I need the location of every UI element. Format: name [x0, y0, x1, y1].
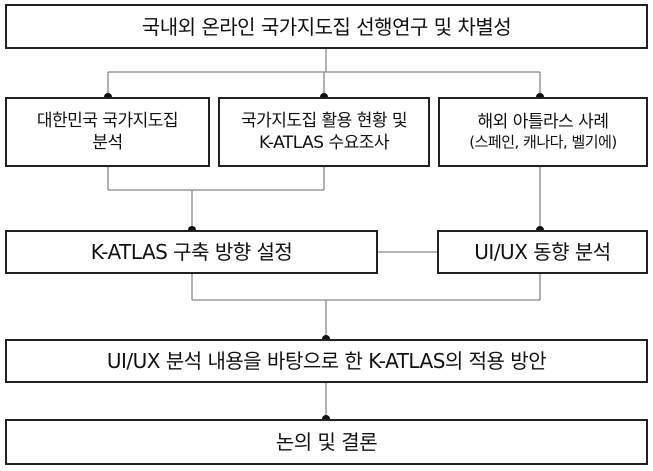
box-korea-line-2: 분석: [92, 133, 123, 153]
box-conclude-label: 논의 및 결론: [275, 430, 378, 454]
box-usage-line-1: 국가지도집 활용 현황 및: [240, 110, 408, 131]
box-prior-research-label: 국내외 온라인 국가지도집 선행연구 및 차별성: [141, 14, 512, 39]
box-discussion-conclusion: 논의 및 결론: [5, 419, 648, 465]
box-prior-research: 국내외 온라인 국가지도집 선행연구 및 차별성: [5, 4, 648, 49]
box-overseas-cases: 해외 아틀라스 사례 (스페인, 캐나다, 벨기에): [438, 97, 648, 167]
box-uiux-trends: UI/UX 동향 분석: [437, 230, 648, 274]
box-uiux-label: UI/UX 동향 분석: [474, 240, 611, 264]
box-direction-setting: K-ATLAS 구축 방향 설정: [5, 230, 378, 274]
box-usage-line-2: K-ATLAS 수요조사: [258, 133, 390, 153]
box-korea-atlas-analysis: 대한민국 국가지도집 분석: [5, 97, 210, 167]
box-overseas-line-2: (스페인, 캐나다, 벨기에): [469, 133, 617, 152]
box-direction-label: K-ATLAS 구축 방향 설정: [90, 240, 293, 264]
box-apply-label: UI/UX 분석 내용을 바탕으로 한 K-ATLAS의 적용 방안: [106, 349, 547, 373]
box-overseas-line-1: 해외 아틀라스 사례: [477, 112, 609, 133]
box-usage-demand: 국가지도집 활용 현황 및 K-ATLAS 수요조사: [218, 97, 430, 167]
box-application-plan: UI/UX 분석 내용을 바탕으로 한 K-ATLAS의 적용 방안: [5, 339, 648, 383]
box-korea-line-1: 대한민국 국가지도집: [36, 110, 179, 131]
